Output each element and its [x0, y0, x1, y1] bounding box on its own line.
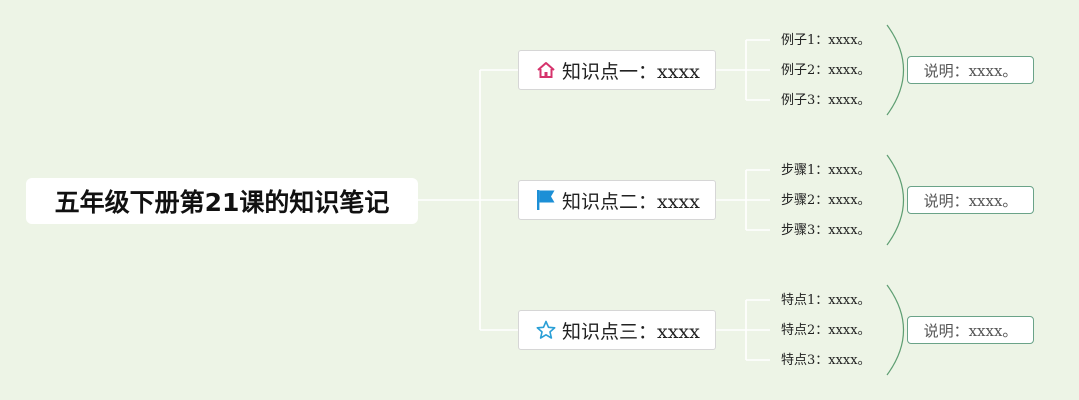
summary-note-3[interactable]: 说明：xxxx。	[907, 316, 1034, 344]
branch-topic-3[interactable]: 知识点三：xxxx	[518, 310, 716, 350]
leaf-3-1[interactable]: 特点1：xxxx。	[781, 293, 871, 308]
summary-note-2[interactable]: 说明：xxxx。	[907, 186, 1034, 214]
summary-bracket-3	[886, 284, 904, 376]
branch-label-2: 知识点二：xxxx	[562, 190, 700, 213]
leaf-2-1[interactable]: 步骤1：xxxx。	[781, 163, 871, 178]
branch-3-leaf-connector	[716, 299, 770, 361]
house-icon	[535, 59, 557, 81]
leaf-1-2[interactable]: 例子2：xxxx。	[781, 63, 871, 78]
summary-note-1[interactable]: 说明：xxxx。	[907, 56, 1034, 84]
branch-label-1: 知识点一：xxxx	[562, 60, 700, 83]
leaf-3-2[interactable]: 特点2：xxxx。	[781, 323, 871, 338]
root-connector	[418, 69, 518, 331]
branch-2-leaf-connector	[716, 169, 770, 231]
leaf-1-1[interactable]: 例子1：xxxx。	[781, 33, 871, 48]
branch-1-leaf-connector	[716, 39, 770, 101]
branch-topic-2[interactable]: 知识点二：xxxx	[518, 180, 716, 220]
leaf-3-3[interactable]: 特点3：xxxx。	[781, 353, 871, 368]
root-topic[interactable]: 五年级下册第21课的知识笔记	[26, 178, 418, 224]
flag-icon	[535, 189, 557, 211]
leaf-2-3[interactable]: 步骤3：xxxx。	[781, 223, 871, 238]
leaf-2-2[interactable]: 步骤2：xxxx。	[781, 193, 871, 208]
leaf-1-3[interactable]: 例子3：xxxx。	[781, 93, 871, 108]
summary-bracket-1	[886, 24, 904, 116]
star-icon	[535, 319, 557, 341]
branch-label-3: 知识点三：xxxx	[562, 320, 700, 343]
branch-topic-1[interactable]: 知识点一：xxxx	[518, 50, 716, 90]
summary-bracket-2	[886, 154, 904, 246]
